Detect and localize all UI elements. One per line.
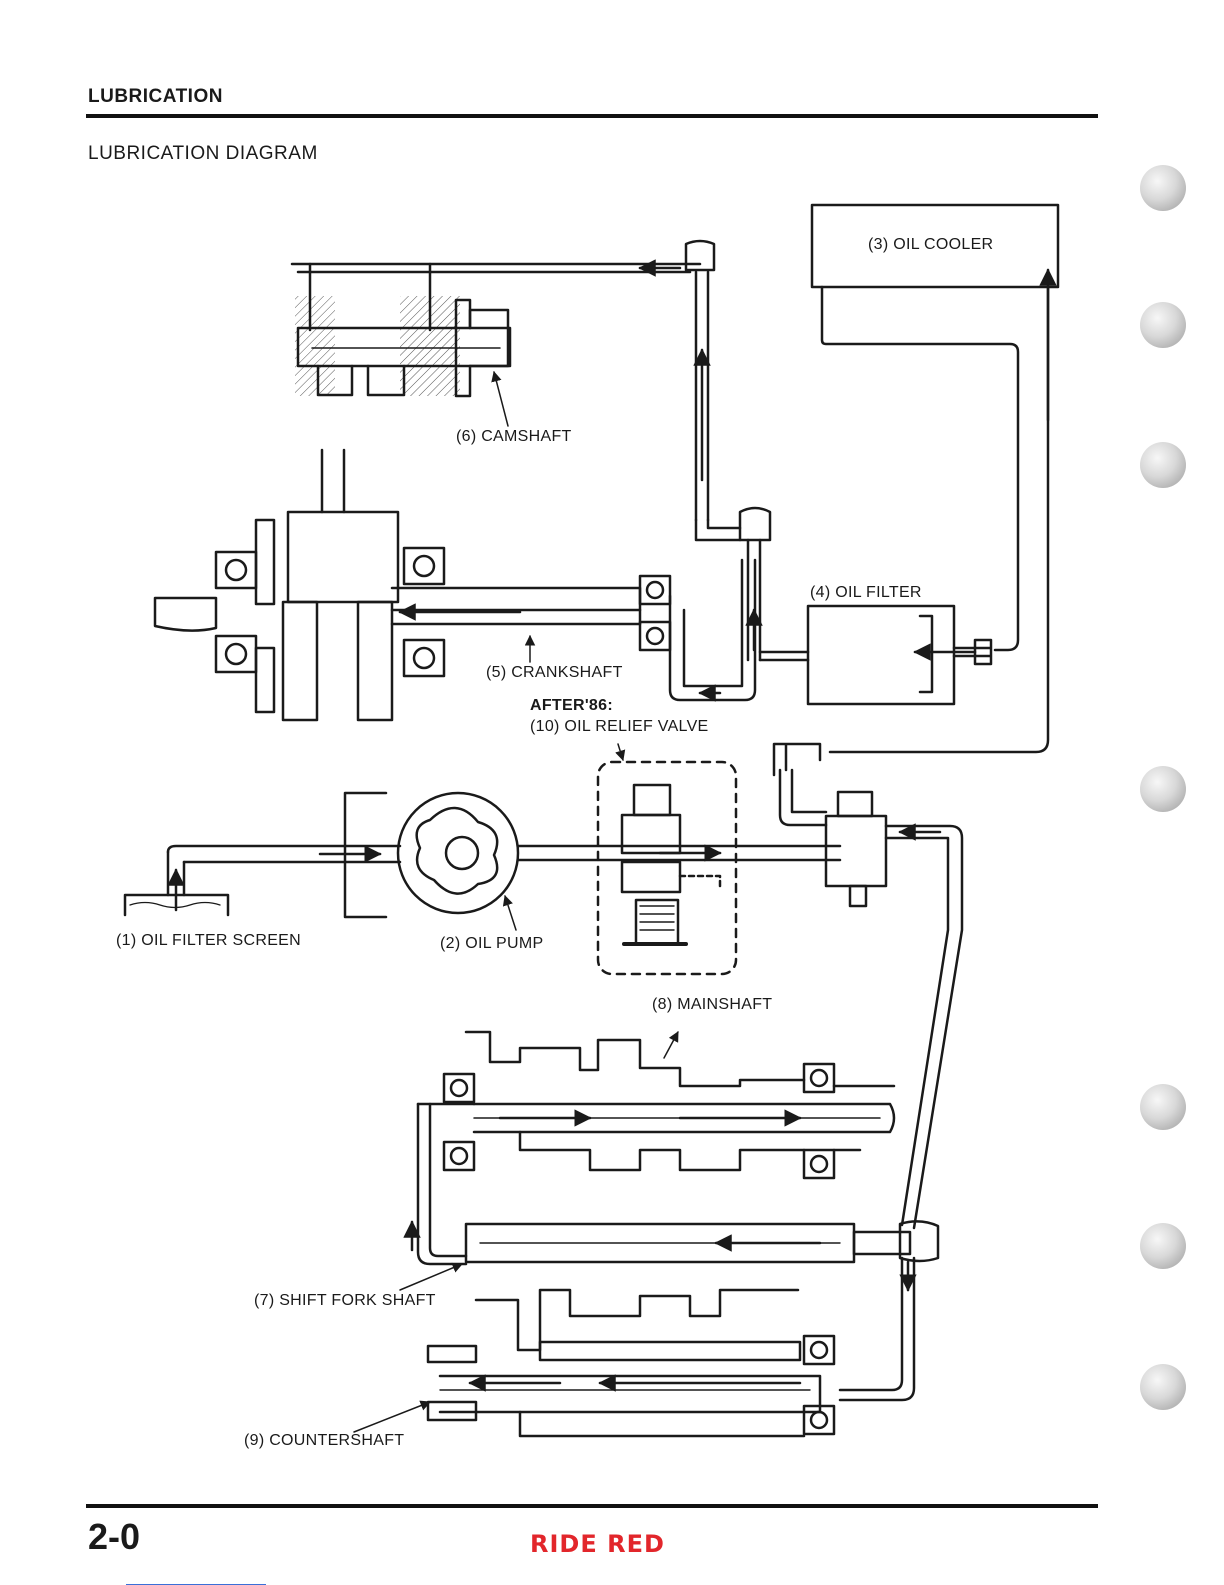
leader-lines — [354, 372, 678, 1432]
oil-junction — [774, 744, 962, 1228]
label-crankshaft: (5) CRANKSHAFT — [486, 664, 623, 682]
oil-filter-screen — [125, 793, 400, 917]
label-camshaft: (6) CAMSHAFT — [456, 428, 572, 446]
label-oil-cooler: (3) OIL COOLER — [868, 236, 993, 254]
label-oil-filter: (4) OIL FILTER — [810, 584, 922, 602]
label-oil-relief-valve: (10) OIL RELIEF VALVE — [530, 718, 709, 736]
brand-logo: RIDE RED — [530, 1530, 665, 1558]
camshaft — [292, 241, 714, 520]
crankshaft — [155, 450, 770, 720]
footer-rule — [86, 1504, 1098, 1508]
label-relief-valve-note: AFTER'86: — [530, 697, 613, 715]
shift-fork-shaft — [466, 1221, 938, 1400]
oil-pump — [398, 793, 840, 913]
countershaft — [428, 1290, 834, 1436]
oil-cooler — [812, 205, 1058, 752]
label-mainshaft: (8) MAINSHAFT — [652, 996, 772, 1014]
label-countershaft: (9) COUNTERSHAFT — [244, 1432, 404, 1450]
oil-filter — [760, 606, 991, 704]
mainshaft — [412, 1032, 894, 1264]
page-number: 2-0 — [88, 1516, 140, 1558]
label-oil-pump: (2) OIL PUMP — [440, 935, 543, 953]
label-oil-filter-screen: (1) OIL FILTER SCREEN — [116, 932, 301, 950]
label-shift-fork-shaft: (7) SHIFT FORK SHAFT — [254, 1292, 436, 1310]
